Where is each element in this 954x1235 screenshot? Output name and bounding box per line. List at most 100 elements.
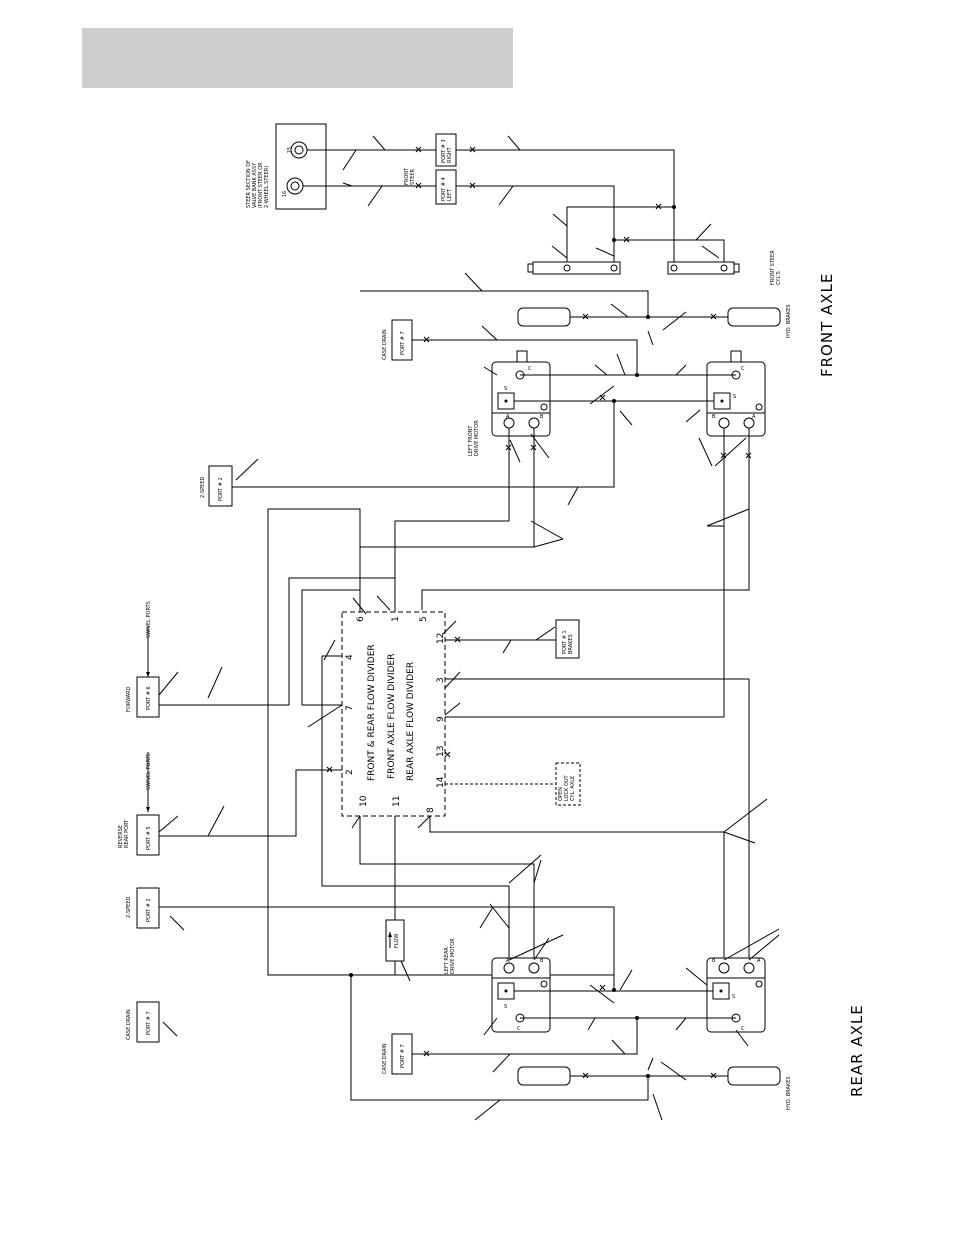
svg-text:HYD. BRAKES: HYD. BRAKES [786,1076,792,1110]
svg-text:A: A [752,414,756,420]
svg-text:BRAKES: BRAKES [568,634,574,654]
svg-text:SWIVEL PORTS: SWIVEL PORTS [146,601,152,638]
svg-text:PORT # 4: PORT # 4 [441,177,447,201]
svg-text:13: 13 [436,746,446,757]
front-steer-cylinders: FRONT STEER CYL'S [527,250,782,285]
svg-text:PORT # 7: PORT # 7 [400,1044,406,1068]
lockout-valve: OPEN LOCK OUT CYL. AXLE [555,762,581,806]
front-axle-title: FRONT AXLE [818,273,836,377]
svg-text:REVERSE: REVERSE [118,825,124,848]
svg-text:10: 10 [359,795,369,807]
svg-text:S: S [732,994,735,1000]
svg-text:VALVE BANK ASSY: VALVE BANK ASSY [252,162,258,208]
svg-text:8: 8 [426,807,436,813]
svg-text:PORT # 3: PORT # 3 [441,139,447,163]
steer-valve-section: 15 16 STEER SECTION OF VALVE BANK ASSY (… [246,123,327,210]
right-rear-drive-motor: B A S C [706,957,766,1033]
svg-text:FRONT AXLE: FRONT AXLE [818,273,836,377]
svg-text:15: 15 [287,147,293,153]
svg-text:11: 11 [392,796,402,807]
header-bar [82,28,513,88]
svg-text:B: B [712,414,716,420]
svg-text:RIGHT: RIGHT [447,146,453,163]
port-3-right: PORT # 3 RIGHT [435,133,457,167]
svg-text:9: 9 [436,716,446,722]
flow-valve: FLOW [385,919,411,982]
svg-text:12: 12 [436,633,446,644]
svg-text:2: 2 [345,769,355,775]
svg-text:STEER: STEER [410,168,416,185]
left-rear-drive-motor: A B S C LEFT REAR DRIVE MOTOR [444,938,551,1033]
front-steer-label: FRONT STEER [404,167,416,185]
svg-text:B: B [712,958,716,964]
divider-hoses [158,508,768,990]
svg-text:CASE DRAIN: CASE DRAIN [382,1043,388,1074]
svg-text:C: C [517,1026,521,1032]
svg-text:FRONT AXLE FLOW DIVIDER: FRONT AXLE FLOW DIVIDER [387,654,397,779]
svg-text:B: B [540,414,544,420]
svg-text:(FRONT STEER OR: (FRONT STEER OR [258,162,264,208]
svg-text:FRONT STEER: FRONT STEER [770,250,776,285]
svg-text:5: 5 [419,616,429,622]
svg-text:HYD. BRAKES: HYD. BRAKES [786,304,792,338]
svg-text:1: 1 [391,616,401,622]
steer-hoses [303,135,725,268]
two-speed-rear: PORT # 2 2-SPEED [126,887,615,990]
svg-text:CASE DRAIN: CASE DRAIN [382,329,388,360]
svg-text:FLOW: FLOW [394,934,400,948]
svg-text:LEFT: LEFT [447,188,453,201]
svg-text:DRIVE MOTOR: DRIVE MOTOR [450,938,456,974]
right-front-drive-motor: S C B A [706,350,766,437]
port-4-left: PORT # 4 LEFT [435,169,457,205]
svg-text:REAR PORT: REAR PORT [124,819,130,848]
case-drain-front: PORT # 7 CASE DRAIN [382,319,638,375]
svg-text:S: S [504,1004,507,1010]
case-drain-rear: PORT # 7 CASE DRAIN [382,1033,413,1075]
svg-text:PORT # 6: PORT # 6 [146,686,152,710]
svg-text:2-SPEED: 2-SPEED [126,897,132,918]
svg-text:6: 6 [356,616,366,622]
svg-text:DRIVE MOTOR: DRIVE MOTOR [474,420,480,456]
svg-text:REAR AXLE FLOW DIVIDER: REAR AXLE FLOW DIVIDER [406,662,416,781]
svg-text:CASE DRAIN: CASE DRAIN [126,1009,132,1040]
rear-axle-title: REAR AXLE [848,1004,866,1097]
svg-text:FRONT: FRONT [404,167,410,185]
svg-text:PORT # 7: PORT # 7 [400,331,406,355]
front-brakes: HYD. BRAKES [360,272,792,346]
svg-text:PORT # 2: PORT # 2 [218,477,224,501]
svg-text:C: C [741,1026,745,1032]
reverse-port: PORT # 5 REVERSE REAR PORT [118,814,160,856]
svg-text:S: S [504,386,507,392]
svg-text:REAR AXLE: REAR AXLE [848,1004,866,1097]
svg-text:A: A [757,958,761,964]
svg-text:FORWARD: FORWARD [126,686,132,712]
svg-text:CYL'S: CYL'S [776,271,782,285]
two-speed-front: PORT # 2 2-SPEED [200,458,259,507]
svg-text:FRONT & REAR FLOW DIVIDER: FRONT & REAR FLOW DIVIDER [367,644,377,781]
forward-port: PORT # 6 FORWARD [126,676,160,718]
svg-text:B: B [540,958,544,964]
swivel-ports-upper: SWIVEL PORTS [146,601,152,677]
rear-brakes: HYD. BRAKES [350,975,792,1121]
svg-text:LEFT FRONT: LEFT FRONT [468,425,474,456]
svg-text:PORT # 2: PORT # 2 [146,898,152,922]
svg-text:STEER SECTION OF: STEER SECTION OF [246,160,252,208]
svg-text:SWIVEL PORTS: SWIVEL PORTS [146,753,152,790]
svg-text:S: S [733,394,736,400]
svg-text:PORT # 5: PORT # 5 [146,826,152,850]
svg-text:OPEN: OPEN [558,787,564,801]
port-1-brakes: PORT # 1 BRAKES [555,619,580,659]
svg-text:C: C [528,366,532,372]
svg-text:2-SPEED: 2-SPEED [200,477,206,498]
svg-text:PORT # 7: PORT # 7 [146,1011,152,1035]
svg-text:PORT # 1: PORT # 1 [562,630,568,654]
svg-text:16: 16 [282,191,288,197]
svg-text:4: 4 [345,654,355,660]
swivel-ports-lower: SWIVEL PORTS [146,752,152,812]
svg-text:14: 14 [436,776,446,788]
case-drain-left: PORT # 7 CASE DRAIN [126,1001,178,1043]
svg-text:A: A [506,414,510,420]
svg-text:CYL. AXLE: CYL. AXLE [570,776,576,801]
left-front-drive-motor: S C A B LEFT FRONT DRIVE MOTOR [468,350,551,456]
